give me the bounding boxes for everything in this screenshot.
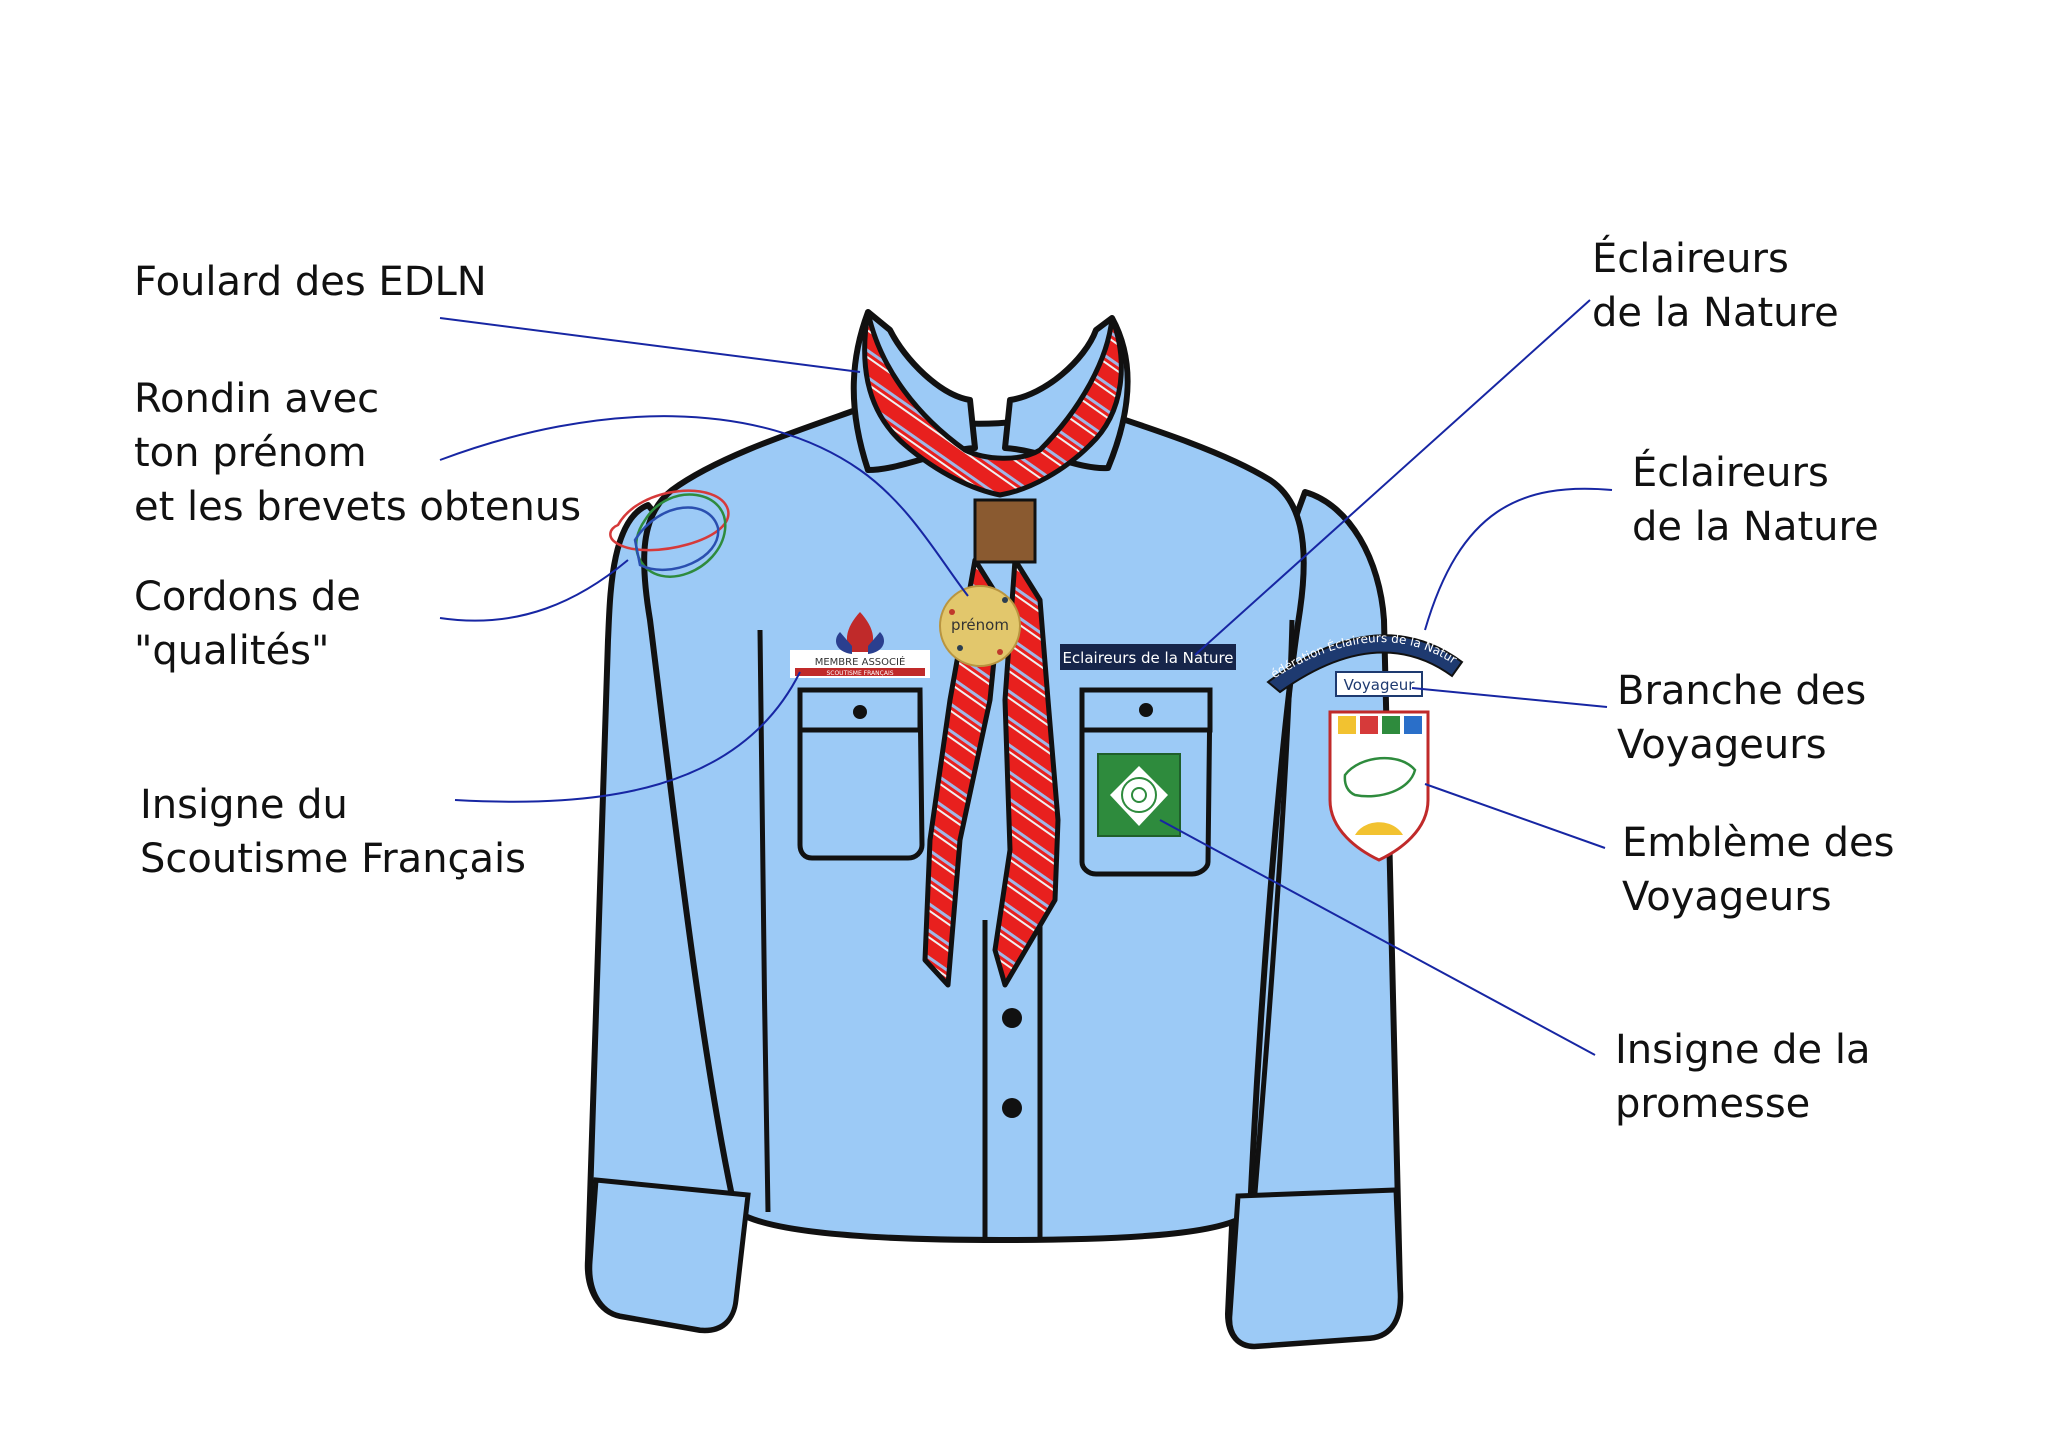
- callout-line: Insigne de la: [1615, 1027, 1871, 1073]
- callout-promesse: Insigne de la promesse: [1615, 1023, 1871, 1131]
- scoutisme-francais-badge: MEMBRE ASSOCIÉ SCOUTISME FRANÇAIS: [790, 612, 930, 678]
- callout-line: Branche des: [1617, 668, 1867, 714]
- voyageurs-emblem: [1328, 710, 1430, 862]
- scarf-tail-right: [992, 557, 1061, 988]
- shoulder-cords: [609, 489, 730, 578]
- callout-foulard: Foulard des EDLN: [134, 255, 487, 309]
- callout-line: "qualités": [134, 628, 330, 674]
- callout-embleme: Emblème des Voyageurs: [1622, 816, 1894, 924]
- tiger-icon: [1343, 756, 1417, 798]
- callout-insigne-sf: Insigne du Scoutisme Français: [140, 778, 526, 886]
- name-disc-label: prénom: [951, 616, 1009, 634]
- callout-branche: Branche des Voyageurs: [1617, 664, 1866, 772]
- leader-cordons: [439, 559, 629, 622]
- callout-line: Voyageurs: [1617, 722, 1827, 768]
- name-disc: prénom: [939, 585, 1021, 667]
- callout-edln-chest: Éclaireurs de la Nature: [1592, 232, 1839, 340]
- callout-line: Insigne du: [140, 782, 348, 828]
- callout-line: Cordons de: [134, 574, 361, 620]
- leader-rondin: [439, 415, 969, 597]
- sleeve-branch-badge: Voyageur: [1335, 671, 1423, 697]
- leader-edln-chest: [1194, 299, 1591, 656]
- callout-cordons: Cordons de "qualités": [134, 570, 361, 678]
- callout-line: Éclaireurs: [1632, 450, 1829, 496]
- callout-line: Emblème des: [1622, 820, 1895, 866]
- fold-lines: [757, 619, 1295, 1213]
- callout-rondin: Rondin avec ton prénom et les brevets ob…: [134, 372, 581, 534]
- pocket-button: [1139, 703, 1153, 717]
- shirt-button: [1002, 1008, 1022, 1028]
- chest-strip-badge: Eclaireurs de la Nature: [1060, 644, 1236, 670]
- fleur-de-lis-icon: [846, 612, 874, 652]
- callout-line: Foulard des EDLN: [134, 259, 487, 305]
- callout-line: Rondin avec: [134, 376, 380, 422]
- scarf: [862, 309, 1124, 988]
- woggle: [973, 498, 1037, 564]
- leader-insigne-sf: [454, 671, 801, 803]
- leader-foulard: [439, 317, 861, 373]
- leader-embleme: [1424, 783, 1606, 849]
- callout-line: et les brevets obtenus: [134, 484, 582, 530]
- callout-edln-sleeve: Éclaireurs de la Nature: [1632, 446, 1879, 554]
- callout-line: ton prénom: [134, 430, 367, 476]
- leader-branche: [1411, 687, 1608, 708]
- leader-lines: [439, 299, 1613, 1056]
- shirt-button: [1002, 1098, 1022, 1118]
- sleeve-branch-label: Voyageur: [1344, 676, 1416, 694]
- callout-line: Scoutisme Français: [140, 836, 526, 882]
- sf-badge-bottom: SCOUTISME FRANÇAIS: [826, 670, 893, 677]
- chest-strip-label: Eclaireurs de la Nature: [1062, 649, 1233, 667]
- callout-line: promesse: [1615, 1081, 1811, 1127]
- pocket-button: [853, 705, 867, 719]
- left-cuff: [587, 1177, 751, 1333]
- leader-promesse: [1159, 819, 1596, 1056]
- leader-edln-sleeve: [1424, 487, 1613, 631]
- cuffs: [587, 1177, 1403, 1349]
- callout-line: de la Nature: [1592, 290, 1839, 336]
- shirt-torso: [641, 402, 1307, 1243]
- callout-line: Voyageurs: [1622, 874, 1832, 920]
- callout-line: Éclaireurs: [1592, 236, 1789, 282]
- button-placket: [982, 900, 1043, 1240]
- scarf-collar-wrap: [862, 309, 1124, 498]
- callout-line: de la Nature: [1632, 504, 1879, 550]
- sf-badge-top: MEMBRE ASSOCIÉ: [815, 655, 906, 668]
- right-cuff: [1227, 1187, 1403, 1349]
